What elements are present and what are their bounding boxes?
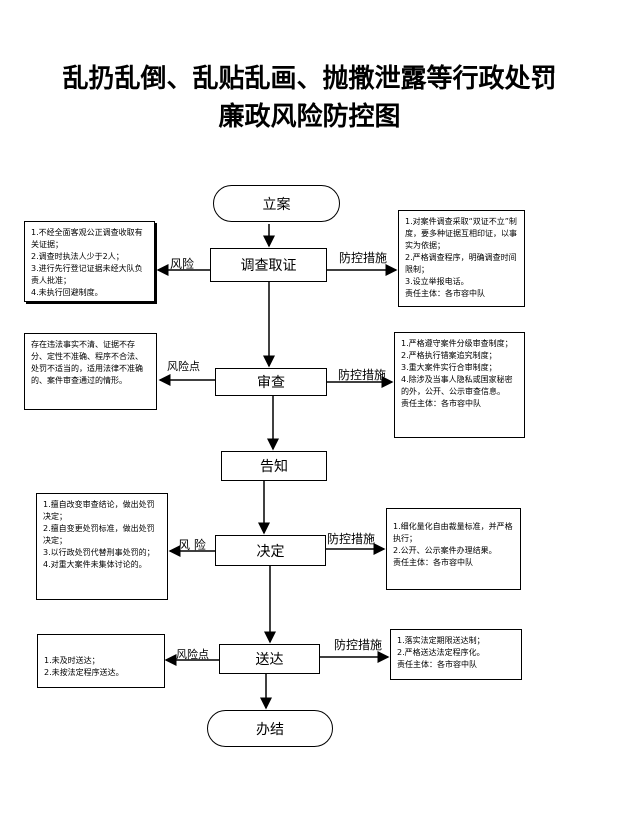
- risk-review-1: 存在违法事实不清、证据不存分、定性不准确、程序不合法、处罚不适当的，适用法律不准…: [31, 340, 143, 385]
- control-decide-2: 2.公开、公示案件办理结果。: [393, 546, 497, 555]
- page-subtitle: 廉政风险防控图: [218, 102, 401, 132]
- control-investigate-4: 责任主体：各市容中队: [405, 289, 485, 298]
- control-review-4: 4.除涉及当事人隐私或国家秘密的外，公开、公示审查信息。: [401, 375, 513, 396]
- notify-node: 告知: [221, 451, 327, 481]
- risk-investigate-4: 4.未执行回避制度。: [31, 288, 103, 297]
- risk-decide-3: 3.以行政处罚代替刑事处罚的；: [43, 548, 155, 557]
- risk-investigate-2: 2.调查时执法人少于2人；: [31, 252, 124, 261]
- control-decide-4: 责任主体：各市容中队: [393, 558, 473, 567]
- end-node: 办结: [207, 710, 333, 747]
- control-label-review: 防控措施: [338, 368, 387, 382]
- control-label-investigate: 防控措施: [339, 251, 388, 265]
- control-decide-1: 1.细化量化自由裁量标准，并严格执行；: [393, 522, 513, 543]
- decide-node: 决定: [215, 535, 326, 566]
- control-review-3: 3.重大案件实行合审制度；: [401, 363, 497, 372]
- risk-investigate-1: 1.不经全面客观公正调查收取有关证据；: [31, 228, 143, 249]
- deliver-label: 送达: [255, 652, 284, 668]
- risk-decide-1: 1.擅自改变审查结论，做出处罚决定；: [43, 500, 155, 521]
- deliver-node: 送达: [219, 644, 320, 674]
- risk-investigate-3: 3.进行先行登记证据未经大队负责人批准；: [31, 264, 143, 285]
- control-investigate-1: 1.对案件调查采取“双证不立”制度，要多种证据互相印证，以事实为依据；: [405, 217, 517, 250]
- end-label: 办结: [256, 721, 284, 738]
- risk-deliver-1: 1.未及时送达；: [44, 656, 100, 665]
- review-node: 审查: [215, 368, 327, 396]
- page-title: 乱扔乱倒、乱贴乱画、抛撒泄露等行政处罚: [62, 64, 557, 94]
- risk-box-review: 存在违法事实不清、证据不存分、定性不准确、程序不合法、处罚不适当的，适用法律不准…: [24, 333, 157, 410]
- risk-box-decide: 1.擅自改变审查结论，做出处罚决定； 2.擅自变更处罚标准，做出处罚决定； 3.…: [36, 493, 168, 600]
- risk-box-investigate: 1.不经全面客观公正调查收取有关证据； 2.调查时执法人少于2人； 3.进行先行…: [24, 221, 155, 302]
- control-label-deliver: 防控措施: [334, 638, 383, 652]
- decide-label: 决定: [256, 543, 285, 560]
- notify-label: 告知: [260, 459, 288, 475]
- control-box-deliver: 1.落实法定期限送达制； 2.严格送达法定程序化。 责任主体：各市容中队: [390, 629, 522, 680]
- control-box-decide: 1.细化量化自由裁量标准，并严格执行； 2.公开、公示案件办理结果。 责任主体：…: [386, 508, 521, 590]
- start-node: 立案: [213, 185, 340, 222]
- control-deliver-2: 2.严格送达法定程序化。: [397, 648, 485, 657]
- risk-box-deliver: 1.未及时送达； 2.未按法定程序送达。: [37, 634, 165, 688]
- control-deliver-3: 责任主体：各市容中队: [397, 660, 477, 669]
- control-deliver-1: 1.落实法定期限送达制；: [397, 636, 485, 645]
- risk-label-review: 风险点: [167, 360, 200, 373]
- control-review-5: 责任主体：各市容中队: [401, 399, 481, 408]
- risk-label-deliver: 风险点: [176, 648, 209, 661]
- control-investigate-2: 2.严格调查程序，明确调查时间限制；: [405, 253, 517, 274]
- control-box-investigate: 1.对案件调查采取“双证不立”制度，要多种证据互相印证，以事实为依据； 2.严格…: [398, 210, 525, 307]
- investigate-node: 调查取证: [210, 248, 327, 282]
- control-investigate-3: 3.设立举报电话。: [405, 277, 469, 286]
- risk-decide-2: 2.擅自变更处罚标准，做出处罚决定；: [43, 524, 155, 545]
- risk-decide-4: 4.对重大案件未集体讨论的。: [43, 560, 147, 569]
- risk-deliver-2: 2.未按法定程序送达。: [44, 668, 124, 677]
- risk-label-investigate: 风险: [170, 257, 195, 271]
- risk-label-decide: 风 险: [178, 538, 206, 552]
- control-review-2: 2.严格执行错案追究制度；: [401, 351, 497, 360]
- control-label-decide: 防控措施: [327, 532, 376, 546]
- control-review-1: 1.严格遵守案件分级审查制度；: [401, 339, 513, 348]
- review-label: 审查: [257, 375, 285, 391]
- investigate-label: 调查取证: [240, 258, 297, 274]
- start-label: 立案: [262, 196, 291, 213]
- control-box-review: 1.严格遵守案件分级审查制度； 2.严格执行错案追究制度； 3.重大案件实行合审…: [394, 332, 525, 438]
